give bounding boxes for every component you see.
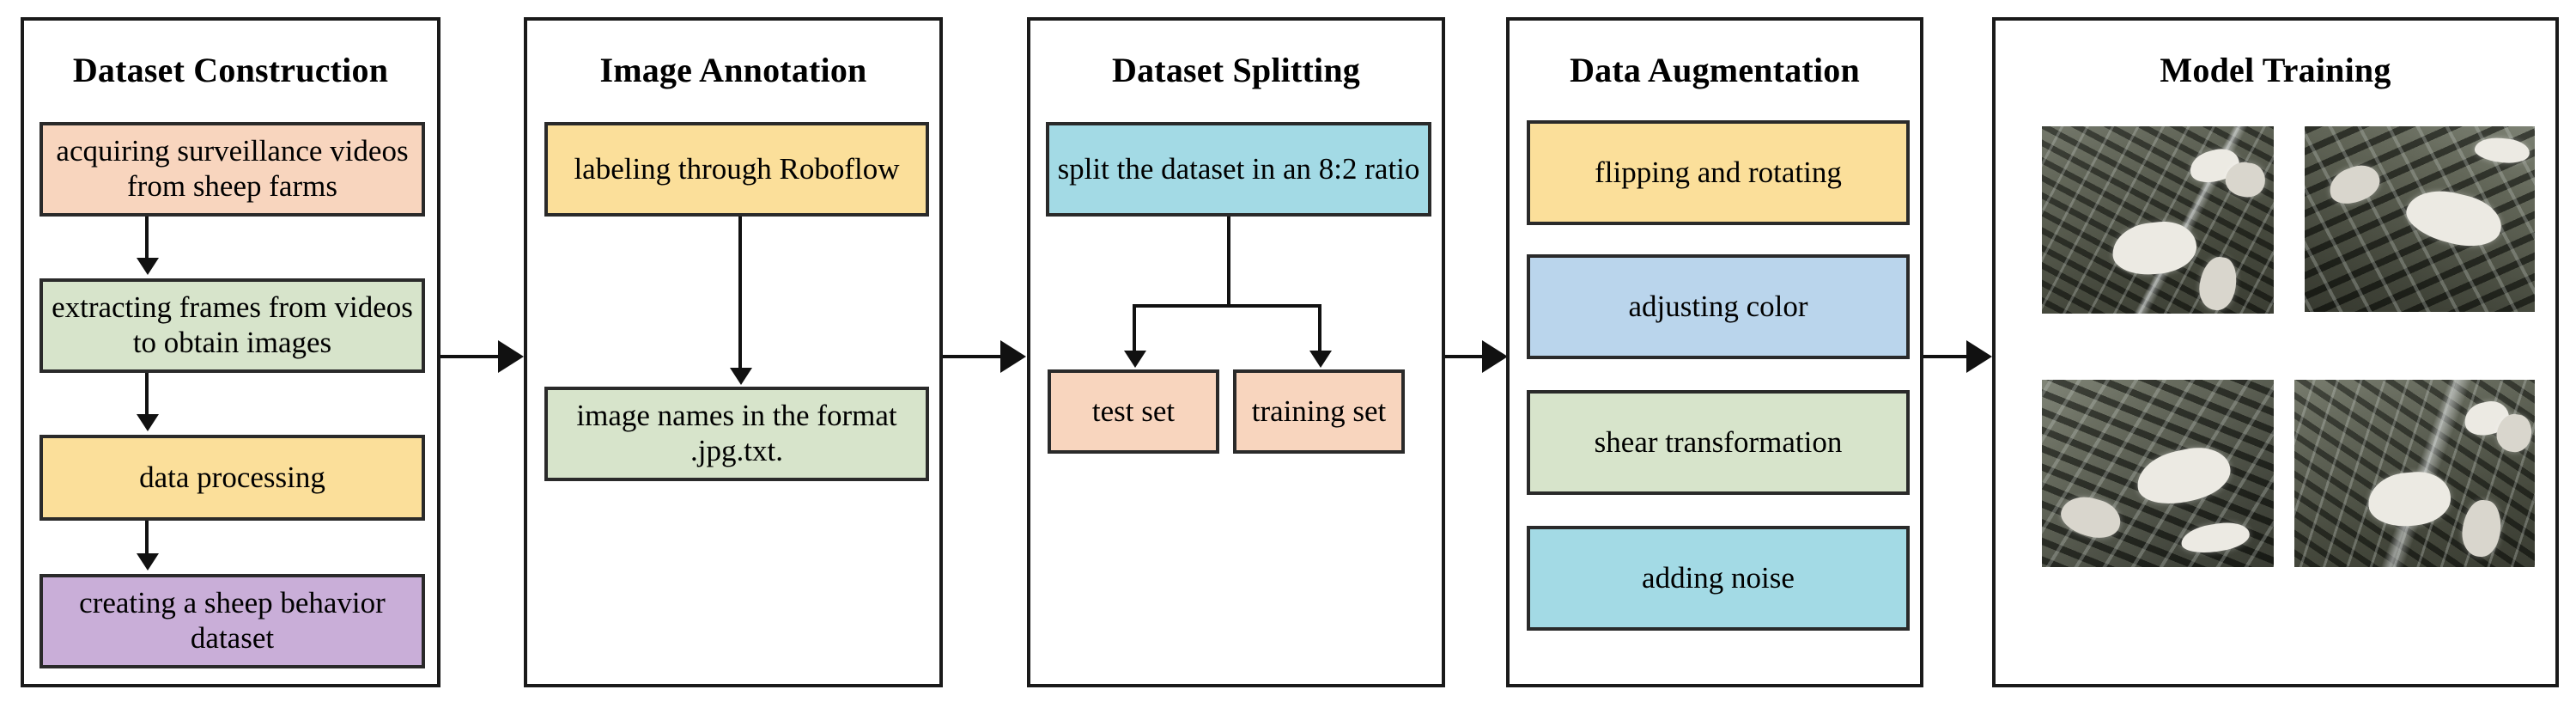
connector-arrow-3 [137, 553, 159, 571]
stage-panel-data-augmentation: Data Augmentation flipping and rotating … [1506, 17, 1923, 687]
node-data-processing[interactable]: data processing [39, 435, 425, 521]
split-branch-line [1133, 304, 1321, 308]
node-label: flipping and rotating [1595, 155, 1842, 189]
split-left-arrow [1124, 351, 1146, 368]
node-image-names-format[interactable]: image names in the format .jpg.txt. [544, 387, 929, 481]
connector-line-3 [145, 521, 149, 557]
node-label: creating a sheep behavior dataset [79, 586, 386, 655]
connector-arrow-annotation [730, 368, 752, 385]
node-labeling-roboflow[interactable]: labeling through Roboflow [544, 122, 929, 217]
stage-panel-image-annotation: Image Annotation labeling through Robofl… [524, 17, 943, 687]
node-shear-transformation[interactable]: shear transformation [1527, 390, 1910, 495]
node-split-ratio[interactable]: split the dataset in an 8:2 ratio [1046, 122, 1431, 217]
node-label: extracting frames from videos to obtain … [52, 290, 413, 359]
node-creating-dataset[interactable]: creating a sheep behavior dataset [39, 574, 425, 668]
node-label: adding noise [1642, 560, 1795, 595]
connector-line-annotation [738, 217, 742, 371]
training-sample-image-3 [2042, 380, 2274, 567]
node-flipping-rotating[interactable]: flipping and rotating [1527, 120, 1910, 225]
panel-title-data-augmentation: Data Augmentation [1570, 51, 1860, 89]
node-label: labeling through Roboflow [574, 151, 900, 186]
panel-title-model-training: Model Training [2160, 51, 2391, 89]
connector-arrow-1 [137, 258, 159, 275]
split-left-line [1133, 304, 1136, 354]
node-extracting-frames[interactable]: extracting frames from videos to obtain … [39, 278, 425, 373]
split-right-line [1318, 304, 1321, 354]
stage-panel-dataset-construction: Dataset Construction acquiring surveilla… [21, 17, 440, 687]
stage-connector-line-1 [440, 355, 502, 358]
stage-connector-arrow-3 [1482, 340, 1508, 373]
node-label: data processing [139, 460, 325, 494]
training-sample-image-2 [2305, 126, 2535, 312]
node-label: training set [1251, 394, 1387, 428]
node-acquiring-videos[interactable]: acquiring surveillance videos from sheep… [39, 122, 425, 217]
node-label: shear transformation [1594, 424, 1843, 459]
connector-arrow-2 [137, 414, 159, 431]
node-label: image names in the format .jpg.txt. [576, 399, 897, 467]
node-test-set[interactable]: test set [1048, 369, 1219, 454]
node-label: test set [1091, 394, 1176, 428]
node-adjusting-color[interactable]: adjusting color [1527, 254, 1910, 359]
photo-scene [2042, 126, 2274, 314]
stage-panel-model-training: Model Training [1992, 17, 2559, 687]
node-label: adjusting color [1628, 289, 1808, 323]
stage-connector-arrow-1 [498, 340, 524, 373]
connector-line-2 [145, 373, 149, 418]
stage-connector-arrow-4 [1966, 340, 1992, 373]
split-right-arrow [1309, 351, 1332, 368]
panel-title-dataset-splitting: Dataset Splitting [1112, 51, 1360, 89]
panel-title-image-annotation: Image Annotation [599, 51, 867, 89]
stage-connector-line-4 [1923, 355, 1973, 358]
node-label: acquiring surveillance videos from sheep… [56, 134, 409, 203]
training-sample-image-1 [2042, 126, 2274, 314]
node-training-set[interactable]: training set [1233, 369, 1405, 454]
stage-connector-line-3 [1445, 355, 1486, 358]
stage-panel-dataset-splitting: Dataset Splitting split the dataset in a… [1027, 17, 1445, 687]
node-label: split the dataset in an 8:2 ratio [1057, 151, 1420, 186]
stage-connector-line-2 [943, 355, 1005, 358]
panel-title-dataset-construction: Dataset Construction [72, 51, 389, 89]
training-sample-image-4 [2294, 380, 2535, 567]
node-adding-noise[interactable]: adding noise [1527, 526, 1910, 631]
split-trunk-line [1227, 217, 1230, 308]
connector-line-1 [145, 217, 149, 261]
stage-connector-arrow-2 [1000, 340, 1026, 373]
